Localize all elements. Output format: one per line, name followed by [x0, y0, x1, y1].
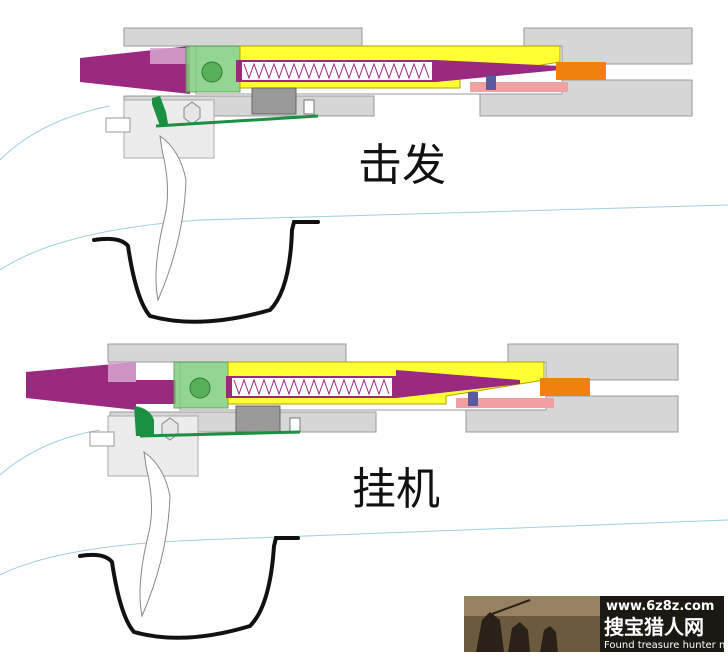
sear-lever — [134, 406, 154, 436]
firing-pin-tip — [556, 62, 606, 80]
small-pin — [303, 99, 315, 115]
small-pin — [289, 417, 301, 433]
trigger-guard — [92, 220, 320, 324]
sear-spring-bar — [155, 114, 319, 128]
receiver-top-left — [107, 343, 347, 363]
label-fired: 击发 — [358, 140, 446, 191]
bolt-handle-highlight — [108, 362, 136, 382]
receiver-top-left — [123, 27, 363, 47]
watermark-text-bg — [600, 596, 724, 652]
trigger — [139, 450, 171, 618]
bolt-shaft — [136, 380, 176, 404]
trigger-housing-tab — [105, 117, 131, 133]
trigger — [155, 134, 187, 302]
hunter-silhouettes — [476, 612, 558, 652]
trigger-screw — [183, 101, 201, 125]
ejector-spring-block — [468, 392, 478, 406]
firing-pin-front — [396, 370, 520, 398]
bolt-handle-highlight — [150, 48, 190, 64]
label-cocked: 挂机 — [352, 464, 440, 515]
extractor-plunger — [456, 398, 554, 408]
ejector-spring-block — [486, 76, 496, 90]
sear-spring-bar — [139, 430, 301, 438]
watermark-banner: www.6z8z.com 搜宝猎人网 Found treasure hunter… — [464, 596, 728, 652]
watermark-brand: 搜宝猎人网 — [604, 615, 704, 639]
trigger-housing-tab — [89, 431, 115, 447]
striker-spring — [242, 62, 432, 80]
trigger-guard — [78, 536, 300, 640]
sear-lever — [152, 96, 168, 126]
striker-spring — [232, 378, 392, 396]
sear-block — [235, 405, 281, 433]
watermark-subtitle: Found treasure hunter net — [604, 640, 728, 651]
lug-pivot — [201, 61, 223, 83]
watermark-url: www.6z8z.com — [606, 599, 714, 614]
sear-block — [251, 87, 297, 115]
cocked-state-mechanism: 挂机 — [26, 343, 679, 640]
firing-pin-tip — [540, 378, 590, 396]
firing-pin-front — [436, 60, 560, 82]
lug-pivot — [189, 377, 211, 399]
fired-state-mechanism: 击发 — [80, 27, 693, 324]
extractor-plunger — [470, 82, 568, 92]
